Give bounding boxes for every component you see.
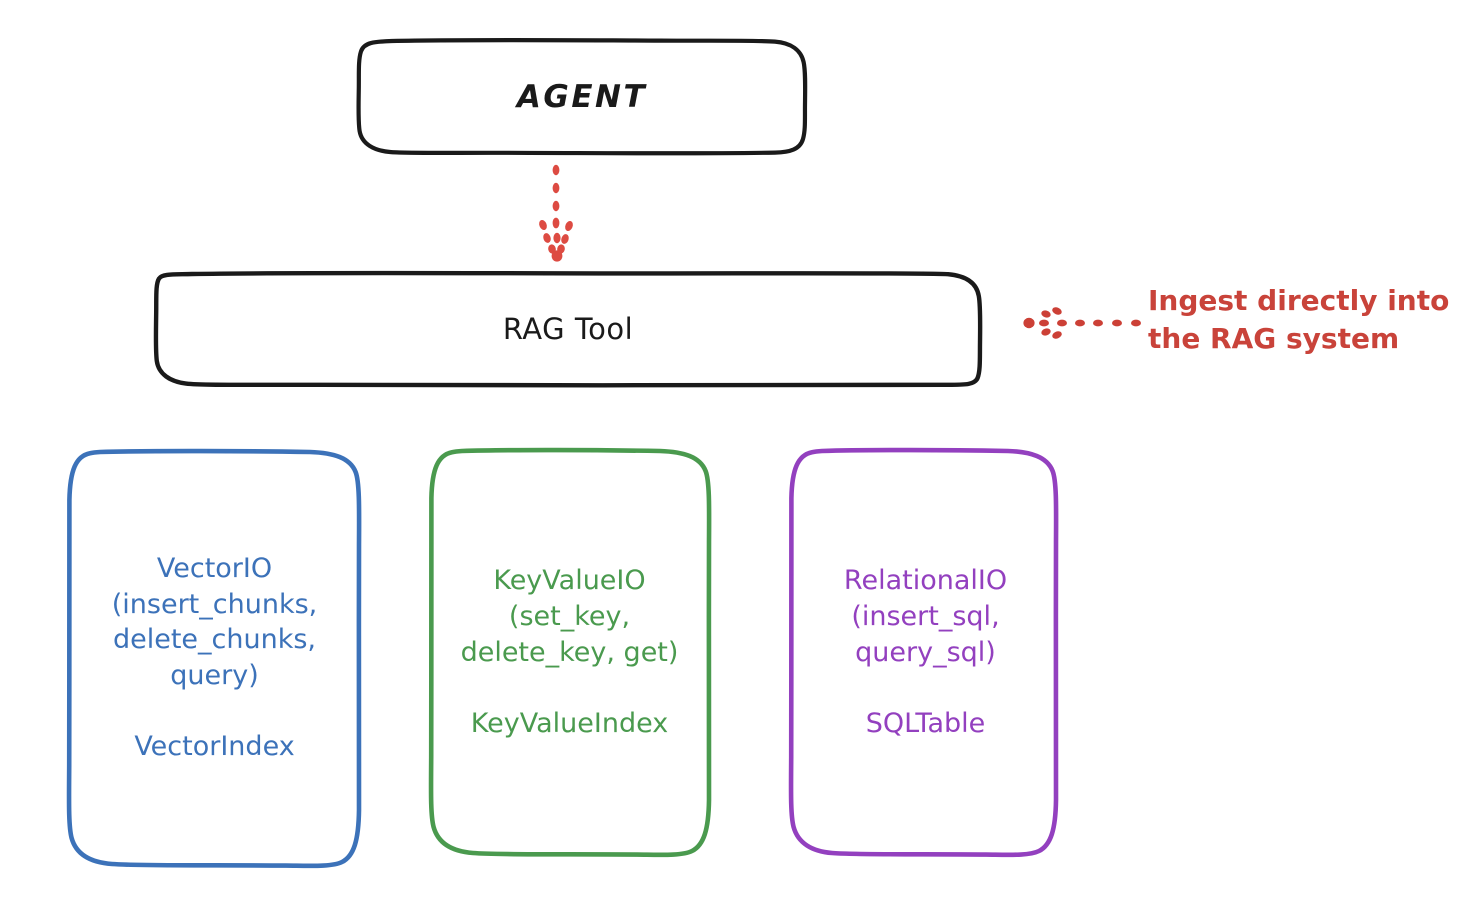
rag-tool-box-outline [153,270,983,388]
node-key-value-io[interactable] [428,447,712,858]
agent-box-outline [356,37,808,156]
node-vector-io[interactable] [66,448,362,869]
connector-agent-to-rag-tool [539,164,573,262]
node-rag-tool[interactable] [153,270,983,388]
vector-io-box-outline [66,448,362,869]
node-agent[interactable] [356,37,808,156]
node-relational-io[interactable] [788,447,1059,858]
key-value-io-box-outline [428,447,712,858]
relational-io-box-outline [788,447,1059,858]
connector-annotation-to-rag-tool [1023,307,1141,339]
